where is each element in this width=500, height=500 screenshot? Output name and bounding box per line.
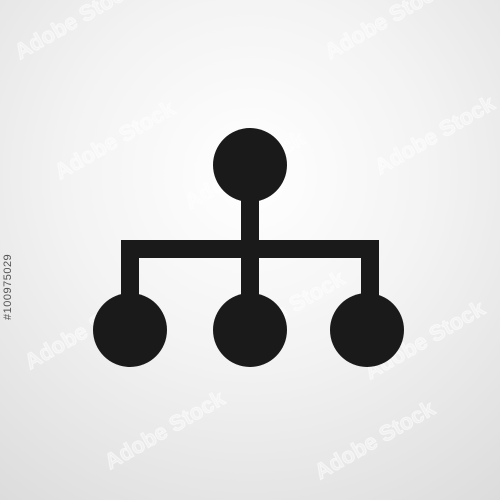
stock-id-label: #100975029	[2, 253, 14, 320]
horizontal-connector	[121, 240, 379, 258]
right-connector	[361, 240, 379, 296]
left-node-circle	[93, 293, 167, 367]
right-node-circle	[330, 293, 404, 367]
middle-node-circle	[213, 293, 287, 367]
left-connector	[121, 240, 139, 296]
top-node-circle	[213, 128, 287, 202]
